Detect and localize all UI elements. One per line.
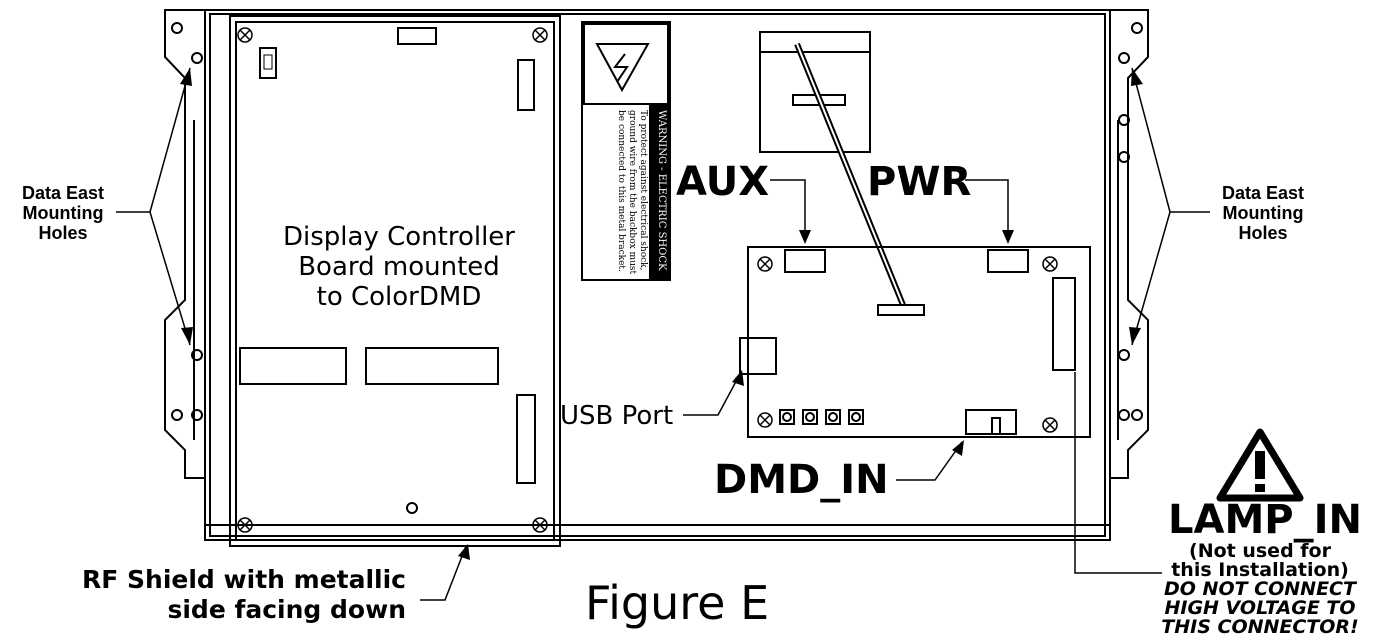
controller-line2: Board mounted — [298, 252, 500, 282]
exclamation-triangle-icon — [1216, 428, 1304, 502]
lamp-warn-line1: DO NOT CONNECT — [1164, 578, 1356, 600]
right-mounting-bracket — [1110, 9, 1149, 479]
right-mount-line2: Mounting — [1222, 203, 1304, 223]
warning-sticker-line1: To protect against electrical shock, — [638, 110, 648, 271]
lamp-note-line2: this Installation) — [1171, 559, 1349, 581]
arrow-heads — [180, 68, 1143, 560]
pwr-label: PWR — [867, 159, 972, 205]
leader-lines — [116, 67, 1210, 601]
warning-sticker-title: WARNING - ELECTRIC SHOCK — [656, 110, 667, 271]
figure-caption: Figure E — [585, 576, 770, 630]
warning-sticker-line3: be connected to this metal bracket. — [616, 110, 626, 272]
left-mounting-holes-label: Data East Mounting Holes — [10, 183, 116, 243]
controller-board-details — [237, 27, 548, 533]
aux-label: AUX — [676, 159, 770, 205]
right-mount-line3: Holes — [1238, 223, 1288, 243]
dmd-in-label: DMD_IN — [714, 457, 889, 503]
lamp-note: (Not used for this Installation) DO NOT … — [1160, 542, 1360, 637]
rf-line2: side facing down — [167, 595, 406, 624]
left-mounting-bracket — [164, 9, 205, 479]
right-mount-line1: Data East — [1221, 183, 1305, 203]
lamp-in-label: LAMP_IN — [1168, 497, 1362, 543]
main-frame — [204, 9, 1111, 541]
warning-sticker-line2: ground wire from the backbox must — [627, 110, 637, 275]
warning-sticker — [581, 21, 671, 281]
lamp-note-line1: (Not used for — [1189, 540, 1331, 562]
usb-port-label: USB Port — [560, 401, 674, 431]
rf-shield-label: RF Shield with metallic side facing down — [46, 565, 406, 625]
lamp-warn-line3: THIS CONNECTOR! — [1161, 616, 1359, 638]
left-mount-line3: Holes — [38, 223, 88, 243]
right-mounting-holes-label: Data East Mounting Holes — [1210, 183, 1316, 243]
interface-board — [739, 246, 1091, 438]
controller-board-label: Display Controller Board mounted to Colo… — [254, 222, 544, 312]
controller-line3: to ColorDMD — [316, 282, 482, 312]
lamp-warn-line2: HIGH VOLTAGE TO — [1164, 597, 1356, 619]
cable-bracket — [759, 31, 925, 316]
controller-line1: Display Controller — [283, 222, 515, 252]
rf-shield — [229, 15, 561, 547]
rf-line1: RF Shield with metallic — [82, 565, 406, 594]
left-mount-line1: Data East — [21, 183, 105, 203]
left-mount-line2: Mounting — [22, 203, 104, 223]
